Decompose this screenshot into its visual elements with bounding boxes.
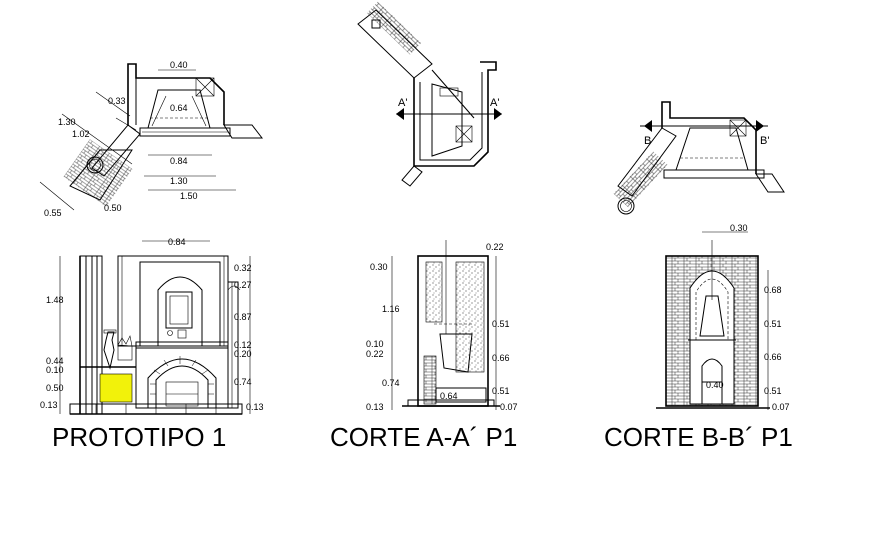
dim-label: 1.02: [72, 129, 90, 139]
dim-label: 0.51: [764, 319, 782, 329]
dim-label: 0.87: [234, 312, 252, 322]
dim-label: 0.13: [246, 402, 264, 412]
dim-label: 0.13: [366, 402, 384, 412]
dim-label: 0.50: [104, 203, 122, 213]
caption-prototipo: PROTOTIPO 1: [52, 422, 226, 452]
corte-aa-dimensions: 0.22 0.30 1.16 0.51 0.10 0.22 0.66 0.74 …: [366, 242, 518, 412]
dim-label: 0.22: [366, 349, 384, 359]
section-label-left: B: [644, 135, 651, 147]
dim-label: 0.74: [382, 378, 400, 388]
dim-label: 0.64: [440, 391, 458, 401]
prototipo-elevation-dimensions: 0.84 0.32 0.27 1.48 0.87 0.12 0.20 0.44 …: [40, 237, 264, 414]
corte-bb-dimensions: 0.30 0.68 0.51 0.66 0.40 0.51 0.07: [702, 223, 790, 412]
dim-label: 0.44: [46, 356, 64, 366]
dim-label: 0.55: [44, 208, 62, 218]
dim-label: 1.50: [180, 191, 198, 201]
dim-label: 0.40: [170, 60, 188, 70]
dim-label: 1.30: [58, 117, 76, 127]
dim-label: 0.22: [486, 242, 504, 252]
dim-label: 0.30: [370, 262, 388, 272]
dim-label: 0.10: [366, 339, 384, 349]
dim-label: 0.32: [234, 263, 252, 273]
dim-label: 0.07: [500, 402, 518, 412]
dim-label: 0.12: [234, 340, 252, 350]
dim-label: 0.51: [764, 386, 782, 396]
prototipo-plan: 0.40 0.33 0.64 1.30 1.02 0.84 1.30 1.50 …: [39, 60, 264, 218]
dim-label: 0.64: [170, 103, 188, 113]
corte-bb-plan: B B': [613, 101, 785, 215]
prototipo-plan-dimensions: 0.40 0.33 0.64 1.30 1.02 0.84 1.30 1.50 …: [39, 60, 236, 218]
corte-aa-section: 0.22 0.30 1.16 0.51 0.10 0.22 0.66 0.74 …: [366, 240, 518, 412]
caption-corte-aa: CORTE A-A´ P1: [330, 422, 517, 452]
dim-label: 0.40: [706, 380, 724, 390]
section-label-left: A': [398, 97, 407, 109]
section-label-right: A': [490, 97, 499, 109]
dim-label: 1.16: [382, 304, 400, 314]
caption-corte-bb: CORTE B-B´ P1: [604, 422, 793, 452]
dim-label: 0.66: [492, 353, 510, 363]
dim-label: 0.51: [492, 386, 510, 396]
dim-label: 0.20: [234, 349, 252, 359]
dim-label: 0.27: [234, 280, 252, 290]
dim-label: 0.13: [40, 400, 58, 410]
corte-bb-section: 0.30 0.68 0.51 0.66 0.40 0.51 0.07: [656, 223, 790, 412]
dim-label: 1.48: [46, 295, 64, 305]
dim-label: 0.33: [108, 96, 126, 106]
dim-label: 0.84: [168, 237, 186, 247]
dim-label: 0.51: [492, 319, 510, 329]
dim-label: 0.84: [170, 156, 188, 166]
dim-label: 0.50: [46, 383, 64, 393]
dim-label: 0.74: [234, 377, 252, 387]
dim-label: 0.30: [730, 223, 748, 233]
dim-label: 0.68: [764, 285, 782, 295]
section-label-right: B': [760, 135, 769, 147]
dim-label: 0.10: [46, 365, 64, 375]
dim-label: 1.30: [170, 176, 188, 186]
corte-aa-plan: A' A': [357, 1, 502, 187]
dim-label: 0.07: [772, 402, 790, 412]
prototipo-elevation: 0.84 0.32 0.27 1.48 0.87 0.12 0.20 0.44 …: [40, 237, 264, 415]
dim-label: 0.66: [764, 352, 782, 362]
arch-bricks: [150, 356, 214, 395]
base-stones: [95, 404, 217, 414]
